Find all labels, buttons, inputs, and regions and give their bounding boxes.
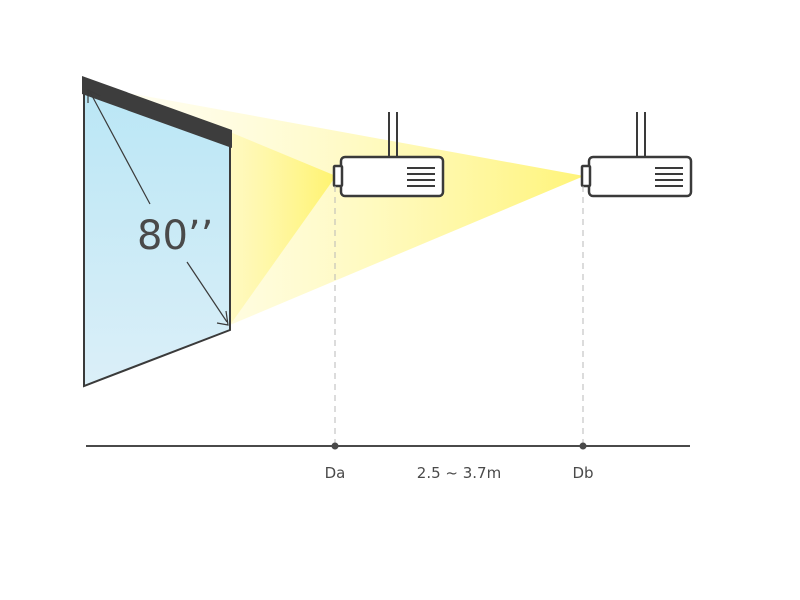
diagonal-arrow (87, 89, 229, 326)
marker-b (579, 442, 587, 450)
screen-bezel (82, 76, 232, 148)
projector-icon (332, 112, 445, 198)
distance-label: 2.5 ~ 3.7m (417, 464, 501, 482)
projection-screen: 80’’ (82, 76, 232, 388)
marker-a (331, 442, 339, 450)
screen-size-label: 80’’ (137, 213, 213, 259)
projector-icon (580, 112, 693, 198)
beam-near (230, 132, 336, 325)
marker-b-label: Db (572, 464, 593, 482)
marker-a-label: Da (325, 464, 346, 482)
